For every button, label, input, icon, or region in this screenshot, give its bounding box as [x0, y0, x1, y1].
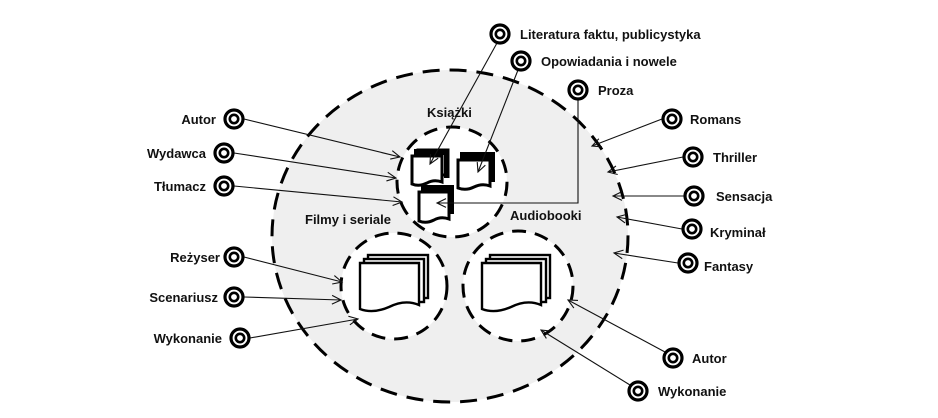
book-attr-tlumacz-node[interactable] — [213, 175, 235, 197]
audiobooks-document-stack — [480, 253, 552, 313]
target-ring-icon — [662, 347, 684, 369]
book-genre-opowiadania-i-nowele-label: Opowiadania i nowele — [541, 54, 677, 69]
book-attr-tlumacz-connector — [233, 185, 403, 203]
target-ring-icon — [229, 327, 251, 349]
target-ring-icon — [567, 79, 589, 101]
arrowhead-icon — [566, 299, 579, 309]
book-genre-literatura-faktu-publicystyka-node[interactable] — [489, 23, 511, 45]
film-attr-scenariusz-connector — [243, 296, 342, 301]
audiobook-attr-wykonanie-connector — [540, 329, 631, 386]
book-genre-opowiadania-i-nowele-connector — [477, 69, 519, 173]
book-genre-proza-label: Proza — [598, 83, 634, 98]
genre-sensacja-node[interactable] — [683, 185, 705, 207]
arrowhead-icon — [332, 275, 344, 285]
target-ring-icon — [681, 218, 703, 240]
film-attr-rezyser-label: Reżyser — [170, 250, 220, 265]
arrowhead-icon — [331, 294, 343, 305]
target-ring-icon — [489, 23, 511, 45]
book-genre-literatura-faktu-publicystyka-label: Literatura faktu, publicystyka — [520, 27, 701, 42]
genre-thriller-node[interactable] — [682, 146, 704, 168]
book-attr-tlumacz-label: Tłumacz — [154, 179, 207, 194]
genre-fantasy-node[interactable] — [677, 252, 699, 274]
film-attr-wykonanie-connector — [249, 318, 359, 339]
arrowhead-icon — [392, 196, 404, 206]
genre-romans-node[interactable] — [661, 108, 683, 130]
genre-kryminal-connector — [616, 216, 683, 230]
target-ring-icon — [213, 175, 235, 197]
book-attr-autor-connector — [243, 118, 401, 158]
arrowhead-icon — [612, 249, 624, 260]
book-attr-autor-node[interactable] — [223, 108, 245, 130]
audiobook-attr-autor-connector — [567, 299, 666, 353]
arrowhead-icon — [348, 315, 360, 326]
book-genre-opowiadania-i-nowele-node[interactable] — [510, 50, 532, 72]
arrowhead-icon — [615, 213, 627, 224]
film-attr-rezyser-node[interactable] — [223, 246, 245, 268]
genre-thriller-label: Thriller — [713, 150, 757, 165]
arrowhead-icon — [386, 171, 398, 182]
target-ring-icon — [683, 185, 705, 207]
book-genre-literatura-faktu-publicystyka-connector — [429, 42, 498, 165]
films-document-stack — [358, 253, 430, 313]
book-document-1 — [410, 148, 450, 187]
target-ring-icon — [213, 142, 235, 164]
audiobook-attr-wykonanie-label: Wykonanie — [658, 384, 726, 399]
audiobook-attr-wykonanie-node[interactable] — [627, 380, 649, 402]
arrowhead-icon — [429, 153, 439, 166]
book-attr-autor-label: Autor — [181, 112, 216, 127]
genre-thriller-connector — [607, 156, 684, 173]
arrowhead-icon — [390, 150, 402, 160]
audiobook-attr-autor-node[interactable] — [662, 347, 684, 369]
book-attr-wydawca-connector — [233, 152, 397, 179]
films-label: Filmy i seriale — [305, 212, 391, 227]
target-ring-icon — [510, 50, 532, 72]
genre-romans-label: Romans — [690, 112, 741, 127]
film-attr-wykonanie-label: Wykonanie — [154, 331, 222, 346]
book-document-3 — [417, 185, 454, 224]
book-attr-wydawca-label: Wydawca — [147, 146, 207, 161]
film-attr-scenariusz-label: Scenariusz — [149, 290, 218, 305]
arrowhead-icon — [590, 138, 603, 148]
target-ring-icon — [223, 286, 245, 308]
arrowhead-icon — [539, 329, 552, 339]
arrowhead-icon — [611, 191, 623, 201]
genre-kryminal-node[interactable] — [681, 218, 703, 240]
genre-kryminal-label: Kryminał — [710, 225, 766, 240]
book-genre-proza-node[interactable] — [567, 79, 589, 101]
genre-romans-connector — [591, 118, 663, 147]
target-ring-icon — [661, 108, 683, 130]
target-ring-icon — [223, 246, 245, 268]
genre-fantasy-label: Fantasy — [704, 259, 754, 274]
arrowhead-icon — [606, 165, 618, 176]
target-ring-icon — [627, 380, 649, 402]
books-label: Książki — [427, 105, 472, 120]
book-genre-proza-connector — [437, 100, 579, 204]
film-attr-scenariusz-node[interactable] — [223, 286, 245, 308]
genre-fantasy-connector — [613, 252, 679, 264]
book-document-2 — [456, 152, 495, 191]
audiobook-attr-autor-label: Autor — [692, 351, 727, 366]
genre-sensacja-label: Sensacja — [716, 189, 773, 204]
audiobooks-label: Audiobooki — [510, 208, 582, 223]
target-ring-icon — [682, 146, 704, 168]
film-attr-rezyser-connector — [243, 256, 343, 283]
target-ring-icon — [677, 252, 699, 274]
book-attr-wydawca-node[interactable] — [213, 142, 235, 164]
arrowhead-icon — [476, 161, 486, 174]
target-ring-icon — [223, 108, 245, 130]
arrowhead-icon — [435, 198, 447, 208]
film-attr-wykonanie-node[interactable] — [229, 327, 251, 349]
